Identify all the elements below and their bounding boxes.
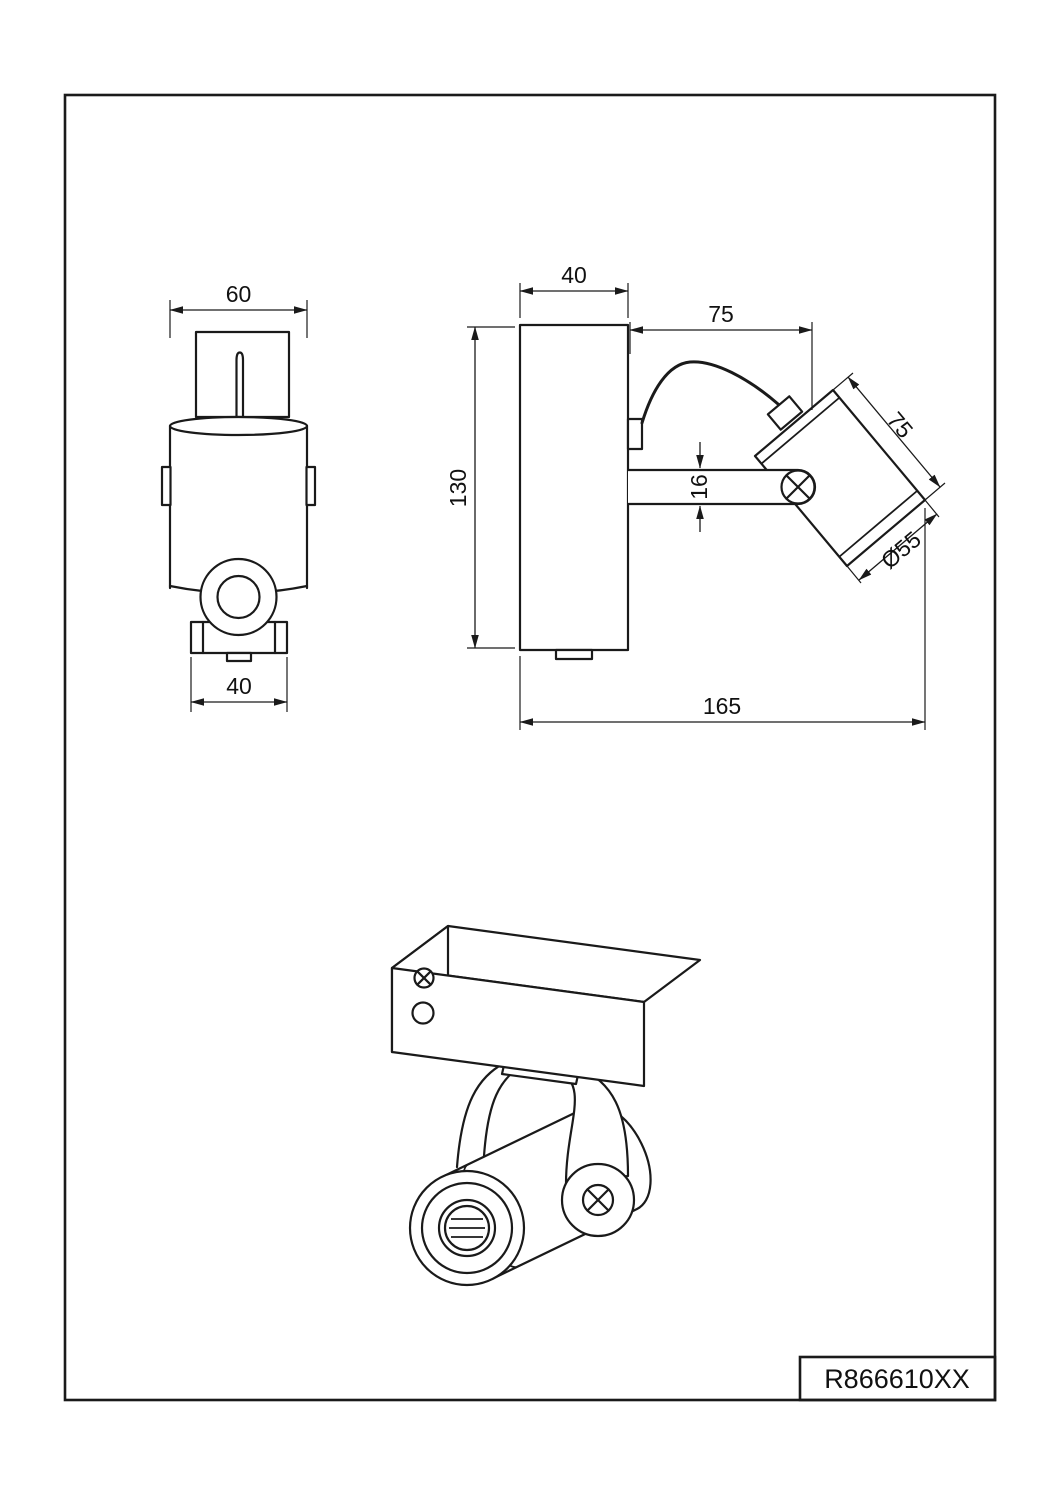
dimension-line [847, 376, 941, 488]
extension-line [832, 372, 854, 391]
dim-front-width-bottom: 40 [190, 657, 288, 712]
front-bracket-notch [225, 651, 253, 663]
dimension-line [858, 513, 938, 581]
label-halo [688, 472, 714, 502]
front-lens-inner [216, 574, 261, 620]
dimension-label: 75 [708, 301, 734, 327]
dim-front-width-top: 60 [169, 281, 308, 338]
dimension-label: 165 [703, 693, 741, 719]
side-view: 40 130 75 16 75 [445, 262, 946, 730]
drawing-frame [63, 93, 997, 1402]
iso-bracket-left-limb-outer [455, 1061, 506, 1169]
front-body-rim [168, 415, 309, 437]
isometric-view [390, 924, 702, 1287]
dimension-label: 60 [226, 281, 252, 307]
side-wall-plate [518, 323, 630, 652]
side-back-cap-line [760, 397, 840, 465]
side-plate-tab [554, 648, 594, 661]
front-pivot-stem [235, 351, 245, 419]
iso-pivot-screw-cross-icon [586, 1188, 610, 1212]
dimension-label: 40 [561, 262, 587, 288]
side-cable [640, 360, 780, 425]
front-view: 60 40 [160, 281, 317, 712]
part-number: R866610XX [824, 1364, 970, 1394]
title-block: R866610XX [798, 1355, 997, 1402]
dim-side-overall-length: 165 [519, 508, 926, 730]
dimension-label: 130 [445, 469, 471, 507]
extension-line [924, 482, 946, 501]
extension-line [846, 565, 862, 584]
part-number-box [798, 1355, 997, 1402]
front-right-tab [305, 465, 317, 507]
iso-box-front-face [390, 966, 646, 1088]
iso-cable-hole [411, 1001, 435, 1025]
iso-socket-outer [437, 1198, 497, 1258]
front-left-tab [160, 465, 172, 507]
iso-lens-ring [420, 1181, 514, 1275]
iso-socket-threads [449, 1218, 485, 1238]
iso-mounting-screw-cross-icon [416, 970, 432, 986]
dimension-label: 75 [882, 407, 918, 443]
side-pivot-screw-cross-icon [785, 474, 811, 500]
dimension-label: 40 [226, 673, 252, 699]
dim-side-arm-length: 75 [629, 301, 813, 410]
front-lens-outer [199, 557, 278, 637]
iso-socket-inner [443, 1204, 491, 1252]
dimension-label: 16 [686, 474, 712, 500]
side-cable-outlet [626, 417, 644, 451]
side-cable-connector [766, 395, 804, 431]
dim-side-depth: 40 [519, 262, 629, 318]
dim-side-height: 130 [445, 326, 515, 649]
dim-side-arm-thickness: 16 [686, 442, 714, 532]
